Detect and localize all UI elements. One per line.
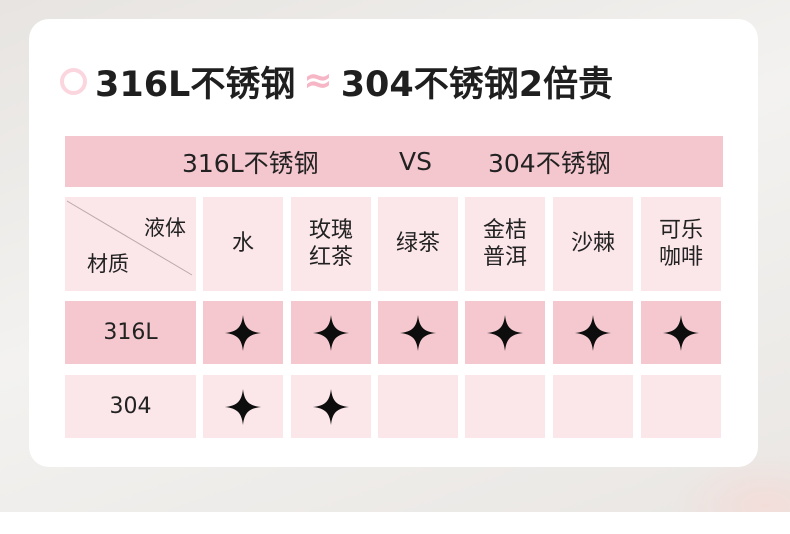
- title-row: 316L不锈钢 ≈ 304不锈钢2倍贵: [60, 59, 613, 105]
- column-header: 水: [203, 197, 283, 291]
- row-label: 316L: [65, 301, 196, 364]
- table-cell: [465, 301, 545, 364]
- table-cell: [203, 375, 283, 438]
- background-footer: [0, 512, 790, 534]
- header-vs: VS: [399, 147, 432, 176]
- column-header-line1: 金桔: [482, 217, 527, 243]
- four-point-star-icon: [486, 314, 524, 351]
- table-cell: [641, 375, 721, 438]
- header-left: 316L不锈钢: [182, 148, 319, 178]
- title-right: 304不锈钢2倍贵: [340, 64, 614, 105]
- column-header-line1: 可乐: [658, 217, 703, 243]
- column-header-line2: 红茶: [308, 245, 353, 270]
- table-cell: [291, 301, 371, 364]
- corner-cell: 液体材质: [65, 197, 196, 291]
- ring-icon: [60, 67, 87, 95]
- column-header-line2: 普洱: [482, 245, 527, 270]
- table-cell: [553, 301, 633, 364]
- approx-icon: ≈: [303, 61, 333, 101]
- column-header: 金桔普洱: [465, 197, 545, 291]
- column-header: 玫瑰红茶: [291, 197, 371, 291]
- row-label-text: 316L: [103, 319, 158, 345]
- four-point-star-icon: [312, 388, 350, 425]
- table-cell: [378, 375, 458, 438]
- page-title: 316L不锈钢 ≈ 304不锈钢2倍贵: [95, 56, 613, 107]
- table-cell: [553, 375, 633, 438]
- four-point-star-icon: [574, 314, 612, 351]
- row-label-text: 304: [109, 393, 152, 419]
- corner-diagonal-line: [66, 200, 193, 276]
- title-left: 316L不锈钢: [95, 64, 296, 105]
- four-point-star-icon: [224, 388, 262, 425]
- column-header-line1: 沙棘: [570, 231, 615, 257]
- table-cell: [378, 301, 458, 364]
- comparison-header: 316L不锈钢 VS 304不锈钢: [65, 136, 723, 187]
- four-point-star-icon: [399, 314, 437, 351]
- table-cell: [203, 301, 283, 364]
- column-header: 绿茶: [378, 197, 458, 291]
- comparison-card: 316L不锈钢 ≈ 304不锈钢2倍贵 316L不锈钢 VS 304不锈钢 液体…: [29, 19, 758, 467]
- table-cell: [291, 375, 371, 438]
- column-header: 沙棘: [553, 197, 633, 291]
- table-cell: [465, 375, 545, 438]
- four-point-star-icon: [224, 314, 262, 351]
- column-header-line1: 绿茶: [395, 231, 440, 257]
- header-right: 304不锈钢: [488, 148, 611, 178]
- column-header-line1: 玫瑰: [308, 217, 353, 243]
- column-header: 可乐咖啡: [641, 197, 721, 291]
- four-point-star-icon: [662, 314, 700, 351]
- corner-liquid-label: 液体: [144, 216, 186, 240]
- row-label: 304: [65, 375, 196, 438]
- corner-material-label: 材质: [87, 251, 129, 276]
- table-cell: [641, 301, 721, 364]
- four-point-star-icon: [312, 314, 350, 351]
- column-header-line2: 咖啡: [658, 245, 703, 270]
- column-header-line1: 水: [231, 231, 254, 257]
